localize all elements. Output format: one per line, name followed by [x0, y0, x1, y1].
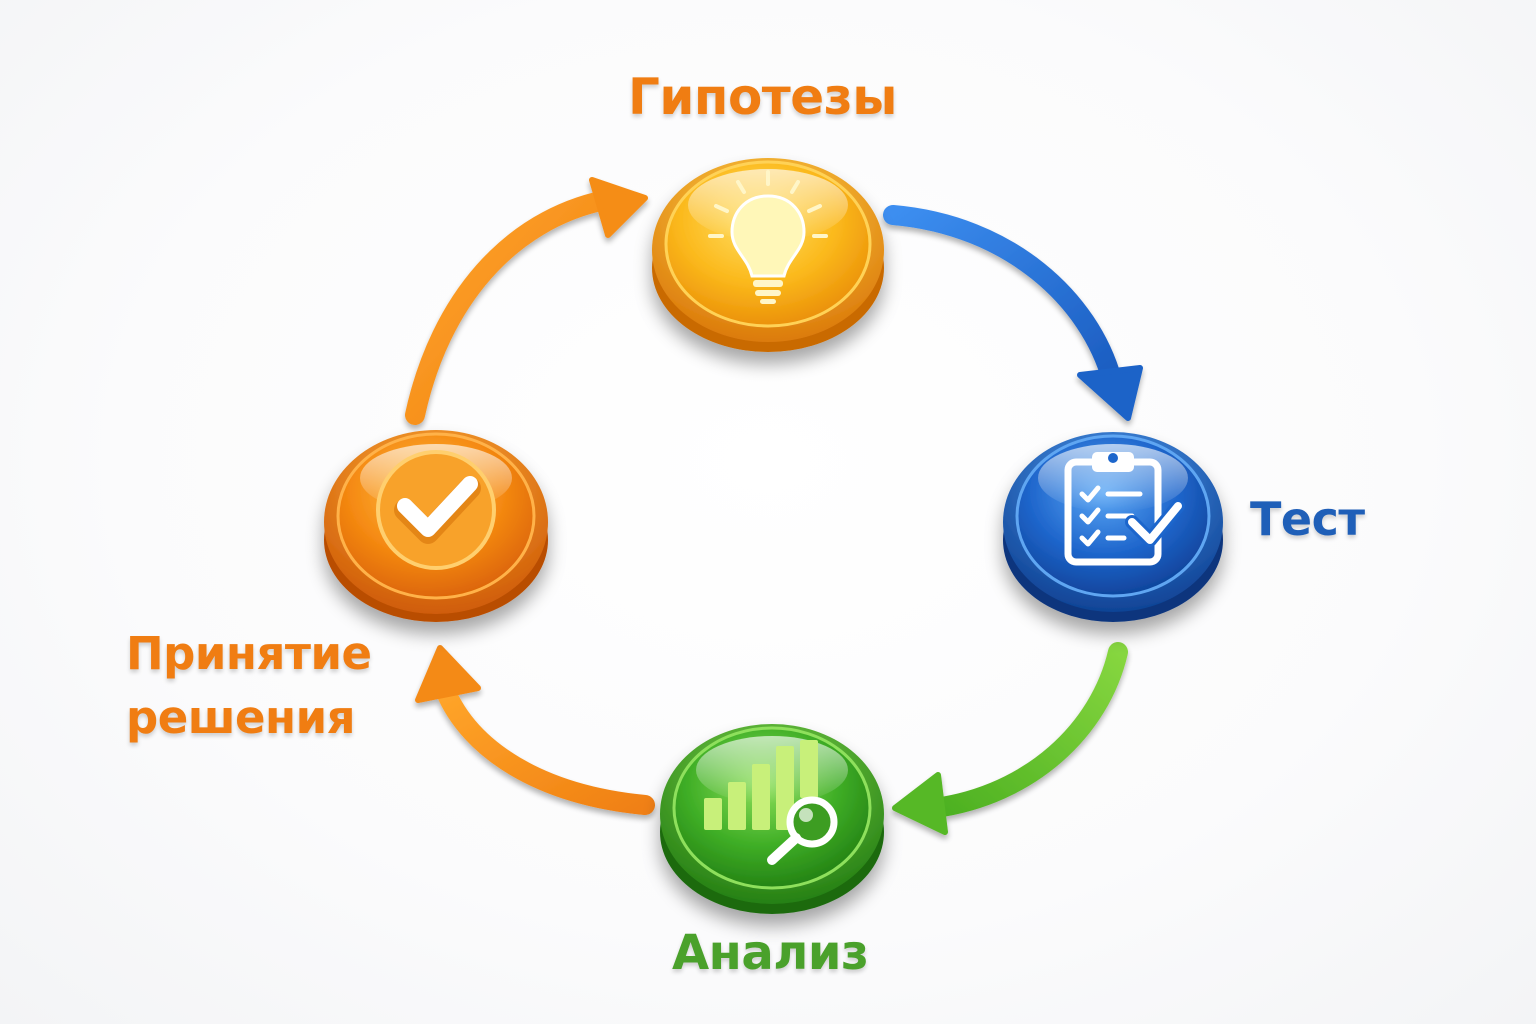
step-test-button[interactable] [1003, 432, 1223, 622]
arrow-decision-to-hypotheses [405, 177, 648, 425]
step-decision-label-line1: Принятие [126, 627, 372, 680]
arrow-test-to-analysis [892, 642, 1128, 835]
step-hypotheses-button[interactable] [652, 158, 884, 352]
step-hypotheses-label: Гипотезы [628, 68, 897, 126]
step-analysis-button[interactable] [660, 724, 884, 914]
lightbulb-icon [708, 170, 828, 304]
step-analysis-label: Анализ [672, 925, 869, 981]
step-decision-label: Принятие решения [126, 622, 372, 750]
bar-chart-magnifier-icon [704, 740, 838, 865]
arrow-hypotheses-to-test [883, 205, 1143, 421]
arrow-analysis-to-decision [415, 645, 655, 815]
clipboard-checklist-icon [1064, 452, 1185, 566]
step-decision-label-line2: решения [126, 691, 356, 744]
checkmark-icon [376, 450, 496, 570]
step-test-label: Тест [1250, 492, 1365, 546]
step-decision-button[interactable] [324, 430, 548, 622]
